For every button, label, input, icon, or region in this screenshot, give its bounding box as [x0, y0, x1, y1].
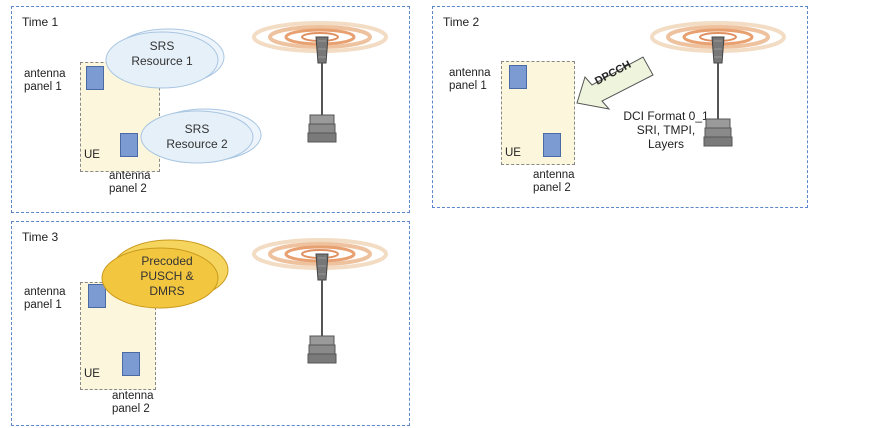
time1-srs1-text: SRS Resource 1	[131, 39, 193, 68]
time2-antenna-panel1-square	[509, 65, 527, 89]
time1-title: Time 1	[22, 15, 59, 29]
time1-antenna-panel1-label: antenna panel 1	[24, 68, 66, 93]
time1-ue-label: UE	[84, 149, 100, 161]
time3-base-station-tower-icon	[307, 253, 337, 364]
time3-antenna-panel2-square	[122, 352, 140, 376]
time3-panel: Time 3 UE Precoded PUSCH & DMRS antenna …	[11, 221, 410, 426]
time1-srs-resource1-ellipse	[105, 28, 225, 89]
time2-panel: Time 2 UE antenna panel 1 antenna panel …	[432, 6, 808, 208]
time3-ue-label: UE	[84, 368, 100, 380]
time1-srs2-text: SRS Resource 2	[166, 122, 228, 151]
time2-arrow-icon	[576, 56, 654, 110]
time3-title: Time 3	[22, 230, 59, 244]
time3-antenna-panel1-label: antenna panel 1	[24, 286, 66, 311]
time3-antenna-panel2-label: antenna panel 2	[112, 390, 154, 415]
time2-base-station-tower-icon	[703, 36, 733, 147]
time3-pusch-text: Precoded PUSCH & DMRS	[140, 254, 194, 298]
time1-antenna-panel2-label: antenna panel 2	[109, 170, 151, 195]
time2-title: Time 2	[443, 15, 480, 29]
time3-antenna-panel1-square	[88, 284, 106, 308]
time1-srs-resource2-ellipse	[140, 108, 262, 164]
time2-dci-text: DCI Format 0_1 SRI, TMPI, Layers	[623, 109, 709, 151]
time2-ue-label: UE	[505, 147, 521, 159]
time1-base-station-tower-icon	[307, 36, 337, 143]
time3-pusch-ellipse	[101, 239, 229, 309]
time1-antenna-panel2-square	[120, 133, 138, 157]
time1-antenna-panel1-square	[86, 66, 104, 90]
time1-panel: Time 1 UE SRS Resource 1 SRS Resource 2 …	[11, 6, 410, 213]
time2-antenna-panel2-square	[543, 133, 561, 157]
time2-antenna-panel2-label: antenna panel 2	[533, 169, 575, 194]
time2-antenna-panel1-label: antenna panel 1	[449, 67, 491, 92]
